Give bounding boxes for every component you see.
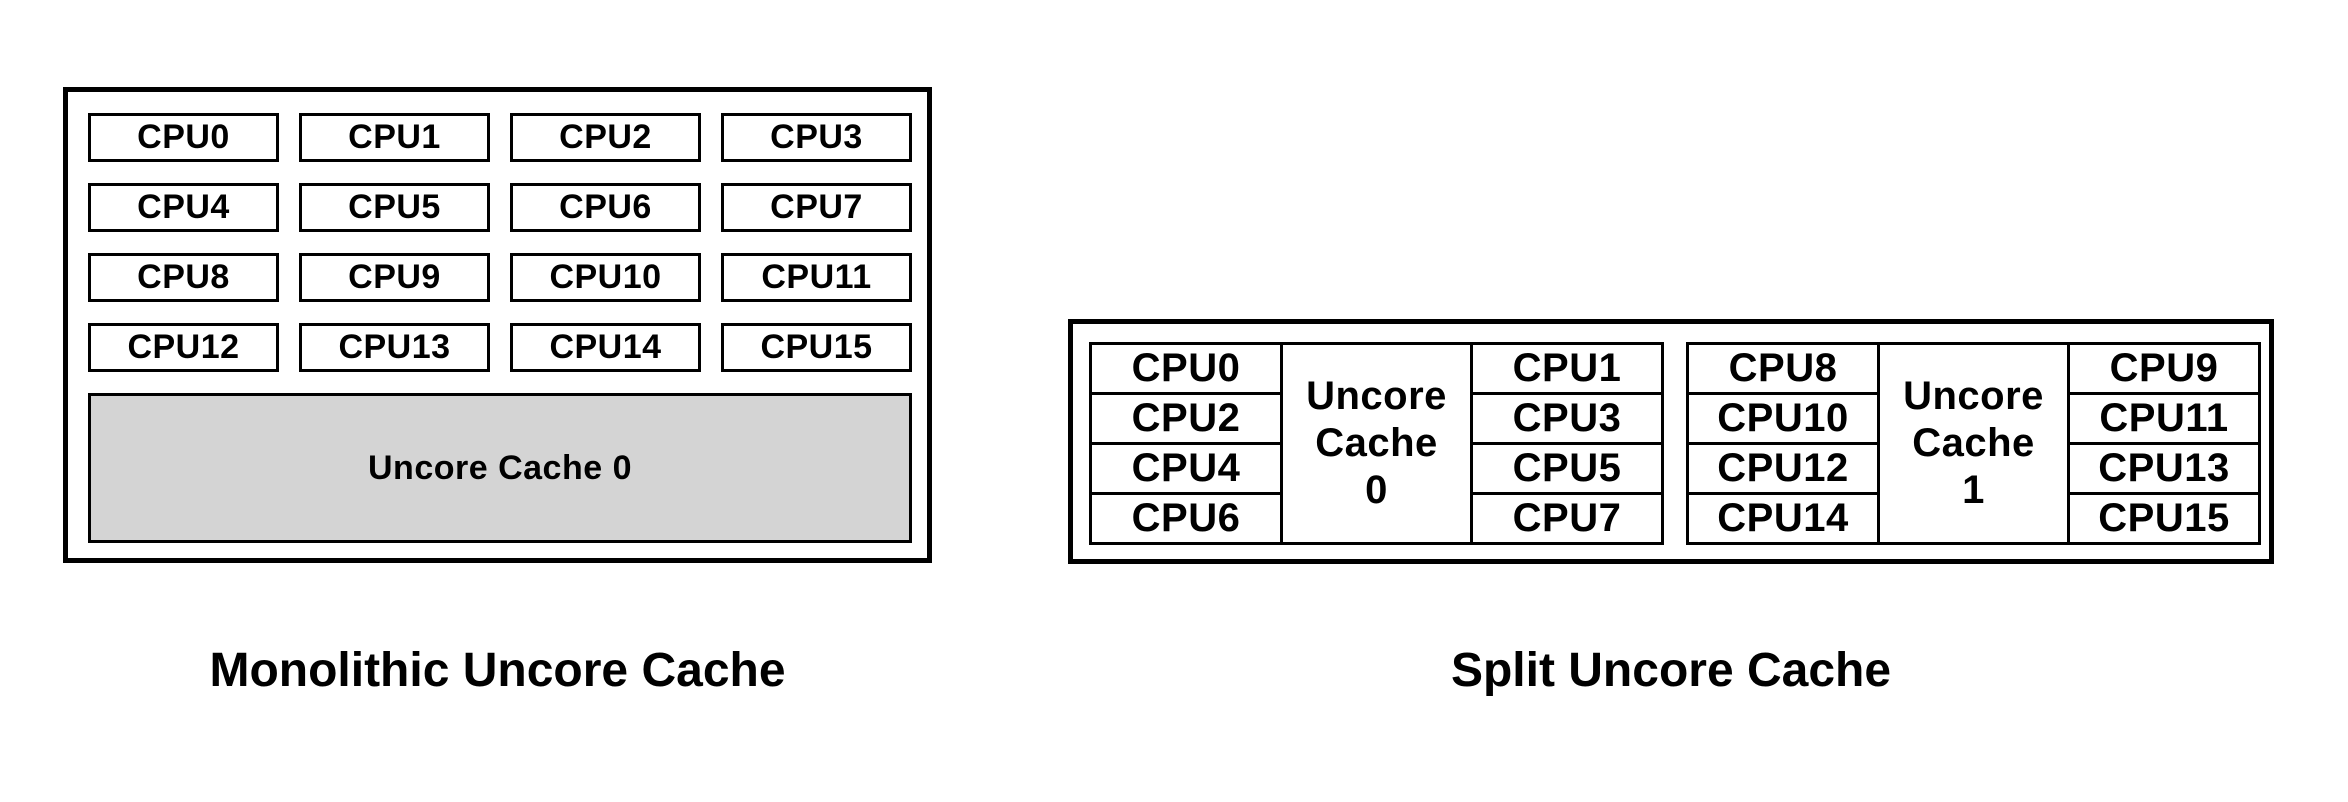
cpu-cell: CPU12 — [1686, 442, 1880, 495]
cpu-cell: CPU0 — [1089, 342, 1283, 395]
cpu-box: CPU1 — [299, 113, 490, 162]
cpu-box: CPU15 — [721, 323, 912, 372]
uncore-cache-label-line: Uncore — [1306, 374, 1447, 418]
uncore-cache-label-line: Cache — [1315, 421, 1438, 465]
cpu-cell: CPU8 — [1686, 342, 1880, 395]
cpu-cell: CPU5 — [1470, 442, 1664, 495]
split-diagram: CPU0 Uncore Cache 0 CPU1 CPU2 CPU3 CPU4 … — [1068, 319, 2274, 564]
cpu-cell: CPU2 — [1089, 392, 1283, 445]
cpu-cell: CPU13 — [2067, 442, 2261, 495]
cpu-box: CPU5 — [299, 183, 490, 232]
uncore-cache-label-line: 0 — [1365, 468, 1388, 512]
cpu-box: CPU0 — [88, 113, 279, 162]
uncore-cache-0-bar: Uncore Cache 0 — [88, 393, 912, 543]
cpu-box: CPU9 — [299, 253, 490, 302]
cpu-box: CPU12 — [88, 323, 279, 372]
cpu-box: CPU3 — [721, 113, 912, 162]
cpu-box: CPU11 — [721, 253, 912, 302]
cpu-cell: CPU9 — [2067, 342, 2261, 395]
cpu-cell: CPU14 — [1686, 492, 1880, 545]
cpu-cell: CPU10 — [1686, 392, 1880, 445]
uncore-cache-1-cell: Uncore Cache 1 — [1877, 342, 2070, 545]
uncore-cache-0-cell: Uncore Cache 0 — [1280, 342, 1473, 545]
cpu-cluster-1: CPU8 Uncore Cache 1 CPU9 CPU10 CPU11 CPU… — [1686, 342, 2261, 545]
cpu-cell: CPU4 — [1089, 442, 1283, 495]
cpu-cell: CPU6 — [1089, 492, 1283, 545]
monolithic-caption: Monolithic Uncore Cache — [209, 644, 786, 697]
cpu-box: CPU4 — [88, 183, 279, 232]
cpu-cluster-0: CPU0 Uncore Cache 0 CPU1 CPU2 CPU3 CPU4 … — [1089, 342, 1664, 545]
cpu-cell: CPU15 — [2067, 492, 2261, 545]
cpu-box: CPU8 — [88, 253, 279, 302]
cpu-box: CPU6 — [510, 183, 701, 232]
cpu-cell: CPU11 — [2067, 392, 2261, 445]
cpu-box: CPU2 — [510, 113, 701, 162]
uncore-cache-label-line: 1 — [1962, 468, 1985, 512]
split-caption: Split Uncore Cache — [1450, 644, 1892, 697]
cpu-cell: CPU3 — [1470, 392, 1664, 445]
cpu-box: CPU7 — [721, 183, 912, 232]
monolithic-diagram: CPU0 CPU1 CPU2 CPU3 CPU4 CPU5 CPU6 CPU7 … — [63, 87, 932, 563]
cpu-grid: CPU0 CPU1 CPU2 CPU3 CPU4 CPU5 CPU6 CPU7 … — [88, 113, 912, 372]
cpu-box: CPU10 — [510, 253, 701, 302]
cpu-cell: CPU7 — [1470, 492, 1664, 545]
cpu-cell: CPU1 — [1470, 342, 1664, 395]
uncore-cache-label-line: Uncore — [1903, 374, 2044, 418]
cpu-box: CPU14 — [510, 323, 701, 372]
cpu-box: CPU13 — [299, 323, 490, 372]
uncore-cache-label-line: Cache — [1912, 421, 2035, 465]
